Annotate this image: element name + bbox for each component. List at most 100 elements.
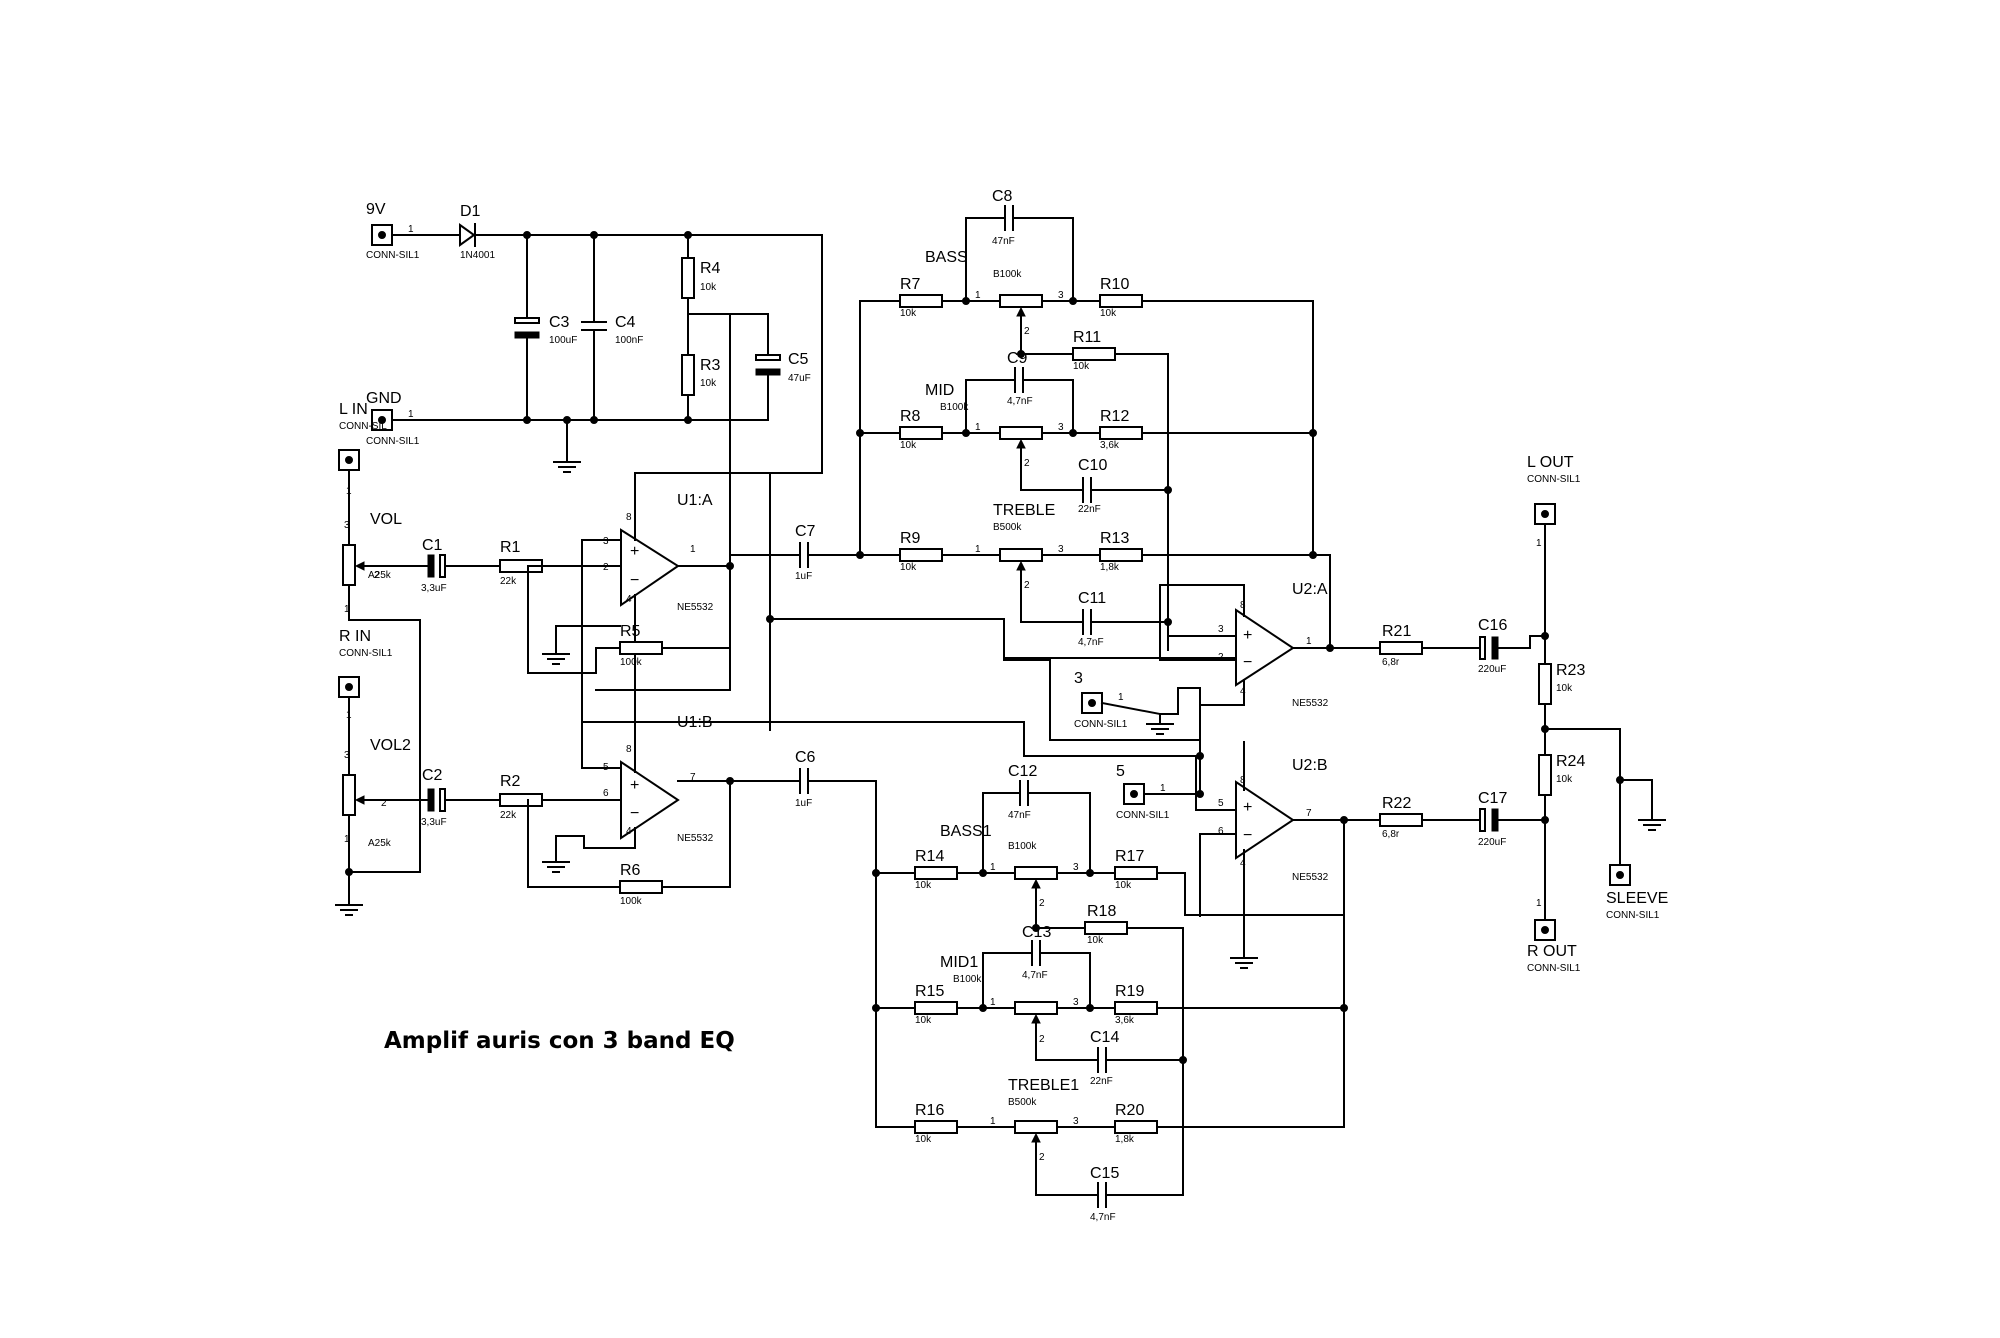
svg-text:7: 7 <box>690 772 696 783</box>
svg-text:10k: 10k <box>1100 308 1117 319</box>
resistor-r2 <box>499 793 543 807</box>
svg-text:1: 1 <box>1536 898 1542 909</box>
svg-text:6: 6 <box>603 788 609 799</box>
svg-text:10k: 10k <box>915 880 932 891</box>
svg-text:1: 1 <box>1536 538 1542 549</box>
svg-text:R8: R8 <box>900 408 921 425</box>
svg-text:3,3uF: 3,3uF <box>421 583 447 594</box>
svg-text:C13: C13 <box>1022 924 1051 941</box>
svg-text:SLEEVE: SLEEVE <box>1606 890 1668 907</box>
potentiometer-vol2 <box>342 774 356 816</box>
svg-text:B100k: B100k <box>953 974 982 985</box>
svg-text:3: 3 <box>1058 422 1064 433</box>
svg-text:1,8k: 1,8k <box>1115 1134 1135 1145</box>
op-amp-u1a <box>620 528 680 607</box>
svg-text:4: 4 <box>626 826 632 837</box>
svg-text:VOL: VOL <box>370 511 402 528</box>
right-eq: R14 10k 1 2 BASS1 B100k 3 R17 10k C12 47… <box>872 763 1348 1223</box>
svg-text:TREBLE: TREBLE <box>993 502 1055 519</box>
potentiometer-mid <box>999 426 1043 440</box>
svg-text:BASS1: BASS1 <box>940 823 992 840</box>
svg-text:3: 3 <box>1074 670 1083 687</box>
svg-text:220uF: 220uF <box>1478 664 1506 675</box>
svg-text:47uF: 47uF <box>788 373 811 384</box>
svg-text:C6: C6 <box>795 749 816 766</box>
potentiometer-bass1 <box>1014 866 1058 880</box>
input-section: L IN CONN-SIL 1 3 VOL A25k 2 1 R IN CONN… <box>335 401 622 916</box>
svg-text:CONN-SIL1: CONN-SIL1 <box>1606 910 1660 921</box>
svg-text:100uF: 100uF <box>549 335 577 346</box>
potentiometer-bass <box>999 294 1043 308</box>
svg-text:3,3uF: 3,3uF <box>421 817 447 828</box>
svg-text:C4: C4 <box>615 314 636 331</box>
svg-text:3,6k: 3,6k <box>1115 1015 1135 1026</box>
svg-text:NE5532: NE5532 <box>677 833 714 844</box>
resistor-r12 <box>1099 426 1143 440</box>
svg-text:10k: 10k <box>700 282 717 293</box>
svg-text:3: 3 <box>344 520 350 531</box>
svg-text:3,6k: 3,6k <box>1100 440 1120 451</box>
svg-text:R3: R3 <box>700 357 721 374</box>
coupling-caps: C7 1uF C6 1uF <box>729 523 877 1128</box>
svg-text:2: 2 <box>603 562 609 573</box>
svg-text:4,7nF: 4,7nF <box>1022 970 1048 981</box>
svg-text:8: 8 <box>626 744 632 755</box>
svg-text:R23: R23 <box>1556 662 1585 679</box>
svg-text:B100k: B100k <box>1008 841 1037 852</box>
resistor-r6 <box>619 880 663 894</box>
resistor-r11 <box>1072 347 1116 361</box>
svg-text:NE5532: NE5532 <box>1292 872 1329 883</box>
resistor-r20 <box>1114 1120 1158 1134</box>
svg-text:4,7nF: 4,7nF <box>1090 1212 1116 1223</box>
svg-text:R14: R14 <box>915 848 944 865</box>
svg-text:R18: R18 <box>1087 903 1116 920</box>
svg-text:NE5532: NE5532 <box>677 602 714 613</box>
svg-text:C5: C5 <box>788 351 809 368</box>
svg-text:5: 5 <box>1116 763 1125 780</box>
svg-text:3: 3 <box>1058 544 1064 555</box>
svg-text:1: 1 <box>975 290 981 301</box>
svg-text:5: 5 <box>1218 798 1224 809</box>
svg-text:+: + <box>1243 799 1252 816</box>
svg-text:R11: R11 <box>1073 329 1101 346</box>
svg-text:R10: R10 <box>1100 276 1129 293</box>
svg-text:10k: 10k <box>1556 774 1573 785</box>
svg-text:MID: MID <box>925 382 954 399</box>
svg-text:R1: R1 <box>500 539 521 556</box>
svg-text:BASS: BASS <box>925 249 968 266</box>
svg-text:CONN-SIL1: CONN-SIL1 <box>366 436 420 447</box>
svg-text:GND: GND <box>366 390 402 407</box>
svg-text:C17: C17 <box>1478 790 1507 807</box>
svg-text:47nF: 47nF <box>1008 810 1031 821</box>
svg-text:+: + <box>630 777 639 794</box>
svg-text:R4: R4 <box>700 260 721 277</box>
svg-text:3: 3 <box>1073 1116 1079 1127</box>
svg-text:R12: R12 <box>1100 408 1129 425</box>
left-eq: R7 10k 1 2 BASS B100k 3 R10 10k C8 47nF … <box>856 188 1331 651</box>
svg-text:R OUT: R OUT <box>1527 943 1577 960</box>
svg-text:C12: C12 <box>1008 763 1037 780</box>
svg-text:−: − <box>1243 827 1252 844</box>
svg-text:R19: R19 <box>1115 983 1144 1000</box>
resistor-r19 <box>1114 1001 1158 1015</box>
svg-text:3: 3 <box>603 536 609 547</box>
svg-text:−: − <box>630 572 639 589</box>
resistor-r23 <box>1538 663 1552 705</box>
potentiometer-mid1 <box>1014 1001 1058 1015</box>
svg-text:R17: R17 <box>1115 848 1144 865</box>
output-section: R21 6,8r C16 220uF R22 6,8r C17 220uF L … <box>1379 454 1668 974</box>
svg-text:10k: 10k <box>1073 361 1090 372</box>
svg-text:220uF: 220uF <box>1478 837 1506 848</box>
svg-text:2: 2 <box>1039 898 1045 909</box>
svg-text:−: − <box>1243 654 1252 671</box>
svg-text:VOL2: VOL2 <box>370 737 411 754</box>
op-amp-u1b <box>620 760 680 840</box>
svg-text:1: 1 <box>408 224 414 235</box>
svg-text:CONN-SIL1: CONN-SIL1 <box>1527 474 1581 485</box>
svg-text:2: 2 <box>1024 458 1030 469</box>
svg-text:1: 1 <box>344 834 350 845</box>
svg-text:B100k: B100k <box>993 269 1022 280</box>
svg-text:1: 1 <box>408 409 414 420</box>
svg-text:2: 2 <box>381 798 387 809</box>
svg-text:22nF: 22nF <box>1078 504 1101 515</box>
